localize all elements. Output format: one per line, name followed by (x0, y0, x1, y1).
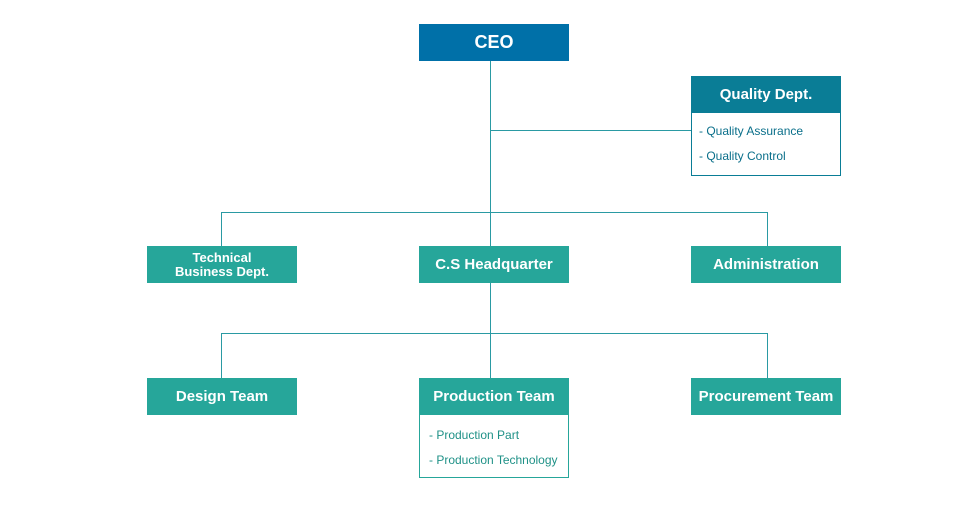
design-team-label: Design Team (175, 388, 269, 405)
technical-business-dept-label-line: Business Dept. (175, 263, 269, 279)
quality-dept-item: - Quality Control (699, 149, 786, 163)
quality-dept-box: Quality Dept. (691, 76, 841, 113)
production-team-box: Production Team (419, 378, 569, 415)
procurement-team-box: Procurement Team (691, 378, 841, 415)
connector-ceo-trunk (490, 61, 491, 247)
design-team-box: Design Team (147, 378, 297, 415)
connector-administration-drop (767, 212, 768, 247)
ceo-label: CEO (474, 32, 514, 52)
connector-cs-trunk (490, 283, 491, 379)
production-team-item: - Production Technology (429, 453, 558, 467)
quality-dept-item: - Quality Assurance (699, 124, 804, 138)
technical-business-dept-box: Technical Business Dept. (147, 246, 297, 283)
production-team-item: - Production Part (429, 428, 520, 442)
technical-business-dept-label-line: Technical (192, 249, 252, 265)
quality-dept-label: Quality Dept. (719, 86, 813, 103)
ceo-box: CEO (419, 24, 569, 61)
connector-team-bus (221, 333, 768, 334)
quality-dept-sublist: - Quality Assurance - Quality Control (691, 113, 841, 176)
connector-design-drop (221, 333, 222, 379)
cs-headquarter-label: C.S Headquarter (435, 256, 553, 273)
administration-box: Administration (691, 246, 841, 283)
production-team-sublist: - Production Part - Production Technolog… (419, 415, 569, 478)
connector-procurement-drop (767, 333, 768, 379)
connector-technical-drop (221, 212, 222, 247)
procurement-team-label: Procurement Team (698, 388, 834, 405)
connector-quality-branch (490, 130, 691, 131)
production-team-label: Production Team (433, 388, 555, 405)
administration-label: Administration (713, 256, 819, 273)
cs-headquarter-box: C.S Headquarter (419, 246, 569, 283)
connector-dept-bus (221, 212, 768, 213)
